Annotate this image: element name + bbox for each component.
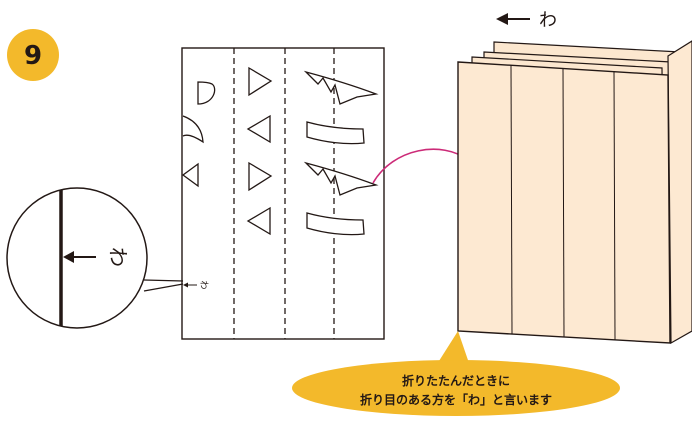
- cut-shape: [248, 66, 273, 97]
- speech-bubble: 折りたたんだときに 折り目のある方を「わ」と言います: [292, 331, 620, 416]
- zoom-pointer: [143, 283, 184, 292]
- cut-shape: [303, 70, 379, 105]
- step-badge: 9: [7, 29, 59, 81]
- cut-shape: [197, 81, 216, 105]
- top-fold-marker: わ: [496, 10, 557, 31]
- unfolded-paper: わ: [181, 47, 385, 340]
- small-fold-marker: わ: [183, 280, 209, 290]
- zoom-pointer: [143, 279, 184, 282]
- top-fold-label: わ: [539, 10, 557, 31]
- callout-line-2: 折り目のある方を「わ」と言います: [360, 392, 552, 407]
- fold-crease: [510, 64, 513, 335]
- cut-shape: [246, 114, 271, 144]
- cut-shape: [303, 161, 379, 196]
- cut-shape: [182, 115, 204, 144]
- callout-line-1: 折りたたんだときに: [402, 373, 510, 388]
- fold-crease: [613, 70, 616, 341]
- step-number: 9: [24, 41, 42, 71]
- folded-paper-stack: [457, 40, 692, 345]
- zoom-fold-label: わ: [106, 247, 130, 267]
- small-fold-label: わ: [198, 280, 209, 289]
- cut-shape: [306, 212, 365, 236]
- cut-shape: [181, 162, 199, 188]
- zoom-circle: わ: [6, 187, 148, 329]
- cut-shape: [246, 206, 271, 236]
- right-flap: [667, 40, 692, 345]
- fold-crease: [562, 67, 565, 338]
- cut-shape: [306, 121, 365, 145]
- cut-shape: [248, 161, 273, 192]
